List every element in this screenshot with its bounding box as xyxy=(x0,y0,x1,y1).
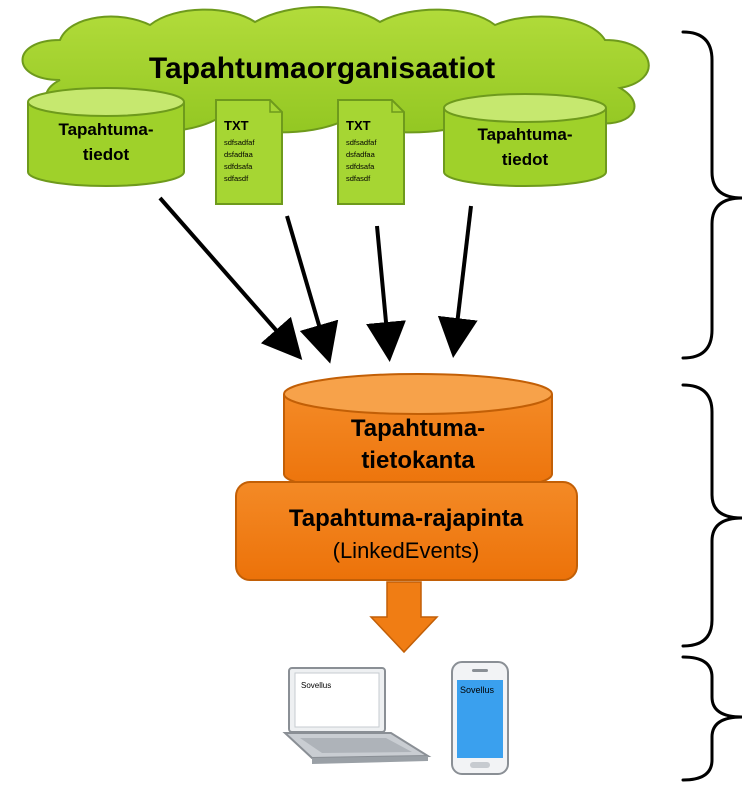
arrow-from-db-left xyxy=(158,196,303,361)
api-output-arrow xyxy=(369,581,439,654)
events-data-store-left: Tapahtuma- tiedot xyxy=(27,87,185,187)
phone-app-label: Sovellus xyxy=(460,685,495,695)
layer-braces xyxy=(681,30,743,782)
doc-left-line: sdfdsafa xyxy=(224,162,253,171)
doc-right-header: TXT xyxy=(346,118,371,133)
database-line1: Tapahtuma- xyxy=(351,415,485,442)
doc-left-line: sdfasdf xyxy=(224,174,249,183)
api-title: Tapahtuma-rajapinta xyxy=(289,505,524,532)
laptop-device: Sovellus xyxy=(282,667,432,764)
arrow-from-db-right xyxy=(437,205,478,358)
laptop-app-label: Sovellus xyxy=(301,681,331,690)
db-right-line1: Tapahtuma- xyxy=(477,125,572,144)
brace-backend xyxy=(681,383,743,648)
brace-sources xyxy=(681,30,743,360)
arrow-from-doc-left xyxy=(285,215,339,364)
doc-right-line: sdfsadfaf xyxy=(346,138,377,147)
events-data-store-right: Tapahtuma- tiedot xyxy=(443,93,607,187)
phone-device: Sovellus xyxy=(451,661,509,775)
text-document-right: TXT sdfsadfaf dsfadfaa sdfdsafa sdfasdf xyxy=(337,99,405,205)
doc-left-header: TXT xyxy=(224,118,249,133)
doc-right-line: sdfasdf xyxy=(346,174,371,183)
db-right-line2: tiedot xyxy=(502,150,549,169)
doc-right-line: dsfadfaa xyxy=(346,150,376,159)
cloud-title: Tapahtumaorganisaatiot xyxy=(149,52,495,85)
events-api-box: Tapahtuma-rajapinta (LinkedEvents) xyxy=(235,481,578,581)
database-line2: tietokanta xyxy=(361,447,475,474)
doc-right-line: sdfdsafa xyxy=(346,162,375,171)
events-database: Tapahtuma- tietokanta xyxy=(283,373,553,495)
arrow-from-doc-right xyxy=(366,225,406,362)
doc-left-line: sdfsadfaf xyxy=(224,138,255,147)
db-left-line1: Tapahtuma- xyxy=(58,120,153,139)
api-subtitle: (LinkedEvents) xyxy=(333,538,480,563)
text-document-left: TXT sdfsadfaf dsfadfaa sdfdsafa sdfasdf xyxy=(215,99,283,205)
doc-left-line: dsfadfaa xyxy=(224,150,254,159)
brace-applications xyxy=(681,655,743,782)
db-left-line2: tiedot xyxy=(83,145,130,164)
data-flow-arrows xyxy=(158,196,478,364)
